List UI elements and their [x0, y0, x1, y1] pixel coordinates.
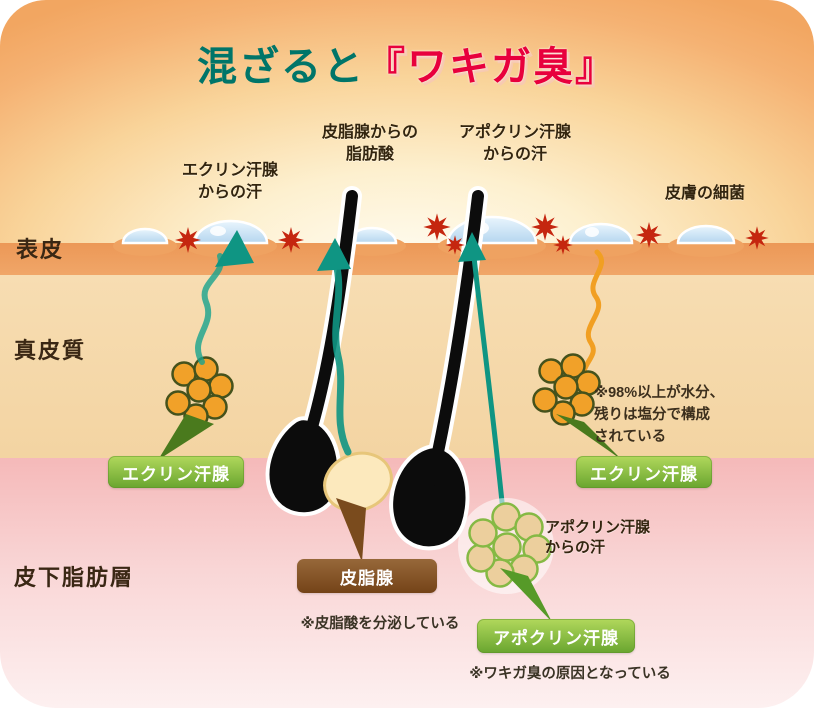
- annotation-apocrine-sweat-mid: アポクリン汗腺 からの汗: [545, 519, 651, 557]
- title-odor-text: 『ワキガ臭』: [365, 45, 617, 89]
- apocrine-duct-icon: [470, 247, 506, 513]
- bacteria-burst-icon: [531, 213, 559, 241]
- bacteria-burst-icon: [745, 226, 769, 250]
- dermis-band: [0, 275, 814, 458]
- annotation-eccrine-sweat-top: エクリン汗腺 からの汗: [181, 162, 278, 201]
- note-sebaceous: ※皮脂酸を分泌している: [300, 616, 460, 632]
- pointer-sebaceous: [336, 498, 366, 562]
- bacteria-burst-icon: [278, 227, 304, 253]
- pointer-apocrine: [500, 568, 552, 622]
- annotation-skin-bacteria: 皮膚の細菌: [664, 185, 745, 202]
- annotation-sebaceous-fatty-acid: 皮脂腺からの 脂肪酸: [321, 124, 418, 163]
- bacteria-burst-icon: [175, 227, 201, 253]
- sweat-droplet-icon: [568, 222, 634, 245]
- layer-label-subcutaneous: 皮下脂肪層: [14, 565, 135, 590]
- label-sebaceous-gland: 皮脂腺: [297, 559, 437, 593]
- title-mixed-text: 混ざると: [197, 45, 365, 89]
- page-title: 混ざると『ワキガ臭』: [0, 34, 814, 92]
- bacteria-burst-icon: [423, 213, 451, 241]
- background-glow: [0, 0, 814, 252]
- label-eccrine-gland-left: エクリン汗腺: [108, 456, 244, 488]
- eccrine-sweat-arrow-icon: [195, 230, 254, 365]
- pointer-eccrine-left: [158, 414, 214, 460]
- bacteria-burst-icon: [636, 222, 662, 248]
- apocrine-arrowhead-icon: [458, 232, 486, 262]
- eccrine-gland-right-icon: [532, 353, 601, 426]
- bacteria-burst-icon: [553, 235, 573, 255]
- apocrine-gland-icon: [466, 502, 552, 588]
- sebaceous-gland-icon: [323, 451, 393, 513]
- sweat-droplet-icon: [121, 227, 169, 245]
- sweat-droplet-icon: [676, 224, 736, 245]
- bacteria-burst-icon: [445, 235, 465, 255]
- note-apocrine-cause: ※ワキガ臭の原因となっている: [469, 666, 671, 682]
- eccrine-gland-left-icon: [165, 356, 234, 429]
- hair-follicle-left-icon: [265, 186, 362, 517]
- fatty-acid-arrow-icon: [317, 238, 352, 456]
- sweat-droplet-icon: [193, 219, 269, 245]
- note-eccrine-composition: ※98%以上が水分、 残りは塩分で構成 されている: [594, 385, 725, 445]
- label-eccrine-gland-right: エクリン汗腺: [576, 456, 712, 488]
- pointer-eccrine-right: [556, 414, 622, 460]
- bacteria-squiggle-icon: [581, 249, 605, 374]
- layer-label-dermis: 真皮質: [14, 338, 87, 363]
- label-apocrine-gland: アポクリン汗腺: [477, 619, 635, 653]
- layer-label-epidermis: 表皮: [16, 237, 65, 262]
- hair-follicle-right-icon: [389, 186, 488, 551]
- annotation-apocrine-sweat-top: アポクリン汗腺 からの汗: [458, 124, 571, 163]
